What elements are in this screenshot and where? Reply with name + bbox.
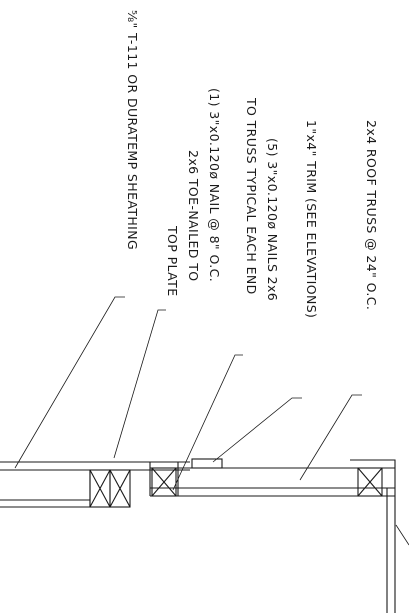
leader-nails xyxy=(172,354,243,491)
block-truss-end xyxy=(357,467,383,497)
callout-trim-text: 1"x4" TRIM (SEE ELEVATIONS) xyxy=(304,120,319,318)
callout-sheathing: ⅝" T-111 OR DURATEMP SHEATHING xyxy=(125,10,140,250)
block-top-plate-left xyxy=(89,469,111,508)
callout-toenail-line2: 2x6 TOE-NAILED TO xyxy=(186,150,201,281)
block-top-plate-right xyxy=(109,469,131,508)
callout-nails-line1: (5) 3"x0.120ø NAILS 2x6 xyxy=(265,138,280,301)
wall-framing xyxy=(0,458,396,613)
callout-roof-truss: 2x4 ROOF TRUSS @ 24" O.C. xyxy=(364,120,379,310)
callout-nails: (5) 3"x0.120ø NAILS 2x6 TO TRUSS TYPICAL… xyxy=(244,97,280,301)
leader-trim xyxy=(212,397,302,463)
callout-toenail-line1: (1) 3"x0.120ø NAIL @ 8" O.C. xyxy=(207,88,222,282)
callout-toenail-line3: TOP PLATE xyxy=(165,225,180,297)
callout-nails-line2: TO TRUSS TYPICAL EACH END xyxy=(244,97,259,295)
callout-sheathing-text: ⅝" T-111 OR DURATEMP SHEATHING xyxy=(125,10,140,250)
leader-sheathing xyxy=(14,296,125,469)
leader-lines xyxy=(14,296,362,491)
leader-toenail xyxy=(113,309,166,459)
callout-trim: 1"x4" TRIM (SEE ELEVATIONS) xyxy=(304,120,319,318)
callout-roof-truss-text: 2x4 ROOF TRUSS @ 24" O.C. xyxy=(364,120,379,310)
leader-roof-truss xyxy=(299,394,362,481)
callout-toenail: (1) 3"x0.120ø NAIL @ 8" O.C. 2x6 TOE-NAI… xyxy=(165,88,222,297)
block-2x6-blocking xyxy=(149,462,179,497)
leader-fragment xyxy=(395,524,409,546)
